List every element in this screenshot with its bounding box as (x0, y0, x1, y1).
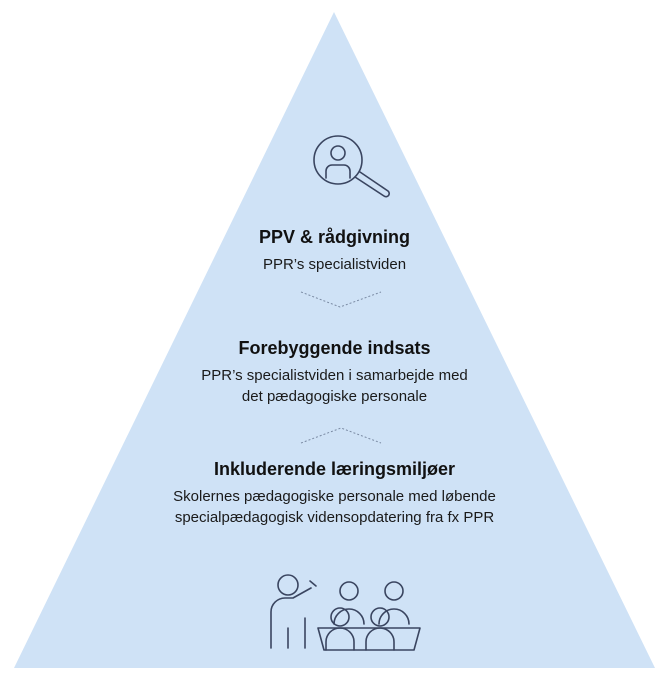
tier-title: Forebyggende indsats (238, 338, 431, 358)
description-line: det pædagogiske personale (241, 388, 428, 405)
tier-inkluderende-laeringsmiljoer: Inkluderende læringsmiljøer Skolernes pæ… (0, 458, 669, 528)
description-line: PPR’s specialistviden i samarbejde med (201, 367, 468, 384)
description-line: PPR’s specialistviden (262, 256, 407, 273)
tier-title: Inkluderende læringsmiljøer (213, 459, 456, 479)
tier-description: PPR’s specialistviden i samarbejde med d… (0, 365, 669, 407)
person-search-icon (313, 135, 390, 198)
tier-forebyggende-indsats: Forebyggende indsats PPR’s specialistvid… (0, 337, 669, 407)
description-line: specialpædagogisk vidensopdatering fra f… (174, 509, 495, 526)
pyramid-shape (14, 12, 655, 668)
tier-title: PPV & rådgivning (258, 227, 411, 247)
tier-ppv-raadgivning: PPV & rådgivning PPR’s specialistviden (0, 226, 669, 275)
chevron-down-icon (300, 291, 382, 308)
tier-description: PPR’s specialistviden (0, 254, 669, 275)
tier-description: Skolernes pædagogiske personale med løbe… (0, 486, 669, 528)
description-line: Skolernes pædagogiske personale med løbe… (173, 488, 496, 505)
classroom-teacher-students-icon (270, 574, 421, 651)
